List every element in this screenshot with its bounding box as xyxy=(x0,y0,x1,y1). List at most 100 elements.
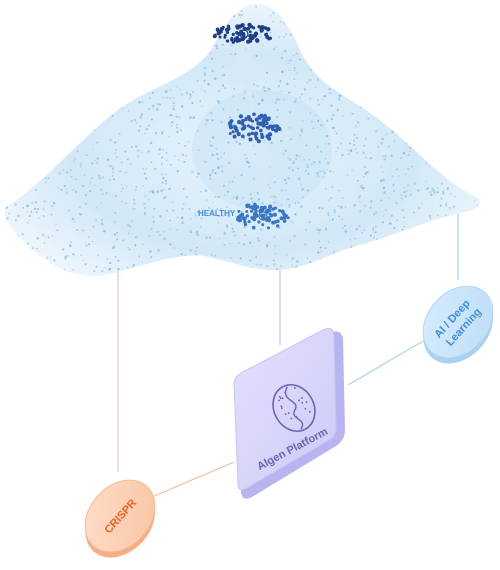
landscape-dot xyxy=(164,182,167,185)
landscape-dot xyxy=(337,147,340,149)
landscape-dot xyxy=(298,34,301,37)
landscape-dot xyxy=(467,11,470,15)
cell-dot xyxy=(238,114,244,119)
landscape-dot xyxy=(239,203,242,205)
landscape-dot xyxy=(325,134,329,138)
landscape-dot xyxy=(151,228,153,230)
landscape-dot xyxy=(233,176,236,178)
landscape-dot xyxy=(418,76,422,79)
landscape-dot xyxy=(402,64,405,68)
landscape-dot xyxy=(357,121,360,124)
landscape-dot xyxy=(395,9,398,12)
landscape-dot xyxy=(451,250,454,253)
landscape-dot xyxy=(125,185,128,187)
landscape-dot xyxy=(440,172,443,175)
landscape-dot xyxy=(196,79,199,82)
landscape-dot xyxy=(88,243,91,246)
landscape-dot xyxy=(40,1,42,3)
landscape-dot xyxy=(276,109,279,111)
landscape-dot xyxy=(408,68,412,71)
landscape-dot xyxy=(18,169,20,172)
landscape-dot xyxy=(373,1,376,4)
landscape-dot xyxy=(320,62,323,65)
landscape-dot xyxy=(435,93,438,96)
landscape-dot xyxy=(248,76,251,79)
landscape-dot xyxy=(340,142,342,145)
landscape-dot xyxy=(373,108,376,112)
landscape-dot xyxy=(138,94,141,97)
landscape-dot xyxy=(434,70,437,73)
landscape-dot xyxy=(181,153,184,156)
landscape-dot xyxy=(391,125,394,127)
landscape-dot xyxy=(440,29,442,31)
landscape-dot xyxy=(372,22,375,25)
landscape-dot xyxy=(100,222,103,224)
landscape-dot xyxy=(247,72,250,74)
epigenetic-landscape: HEALTHY xyxy=(4,1,480,277)
landscape-dot xyxy=(333,209,336,212)
landscape-dot xyxy=(115,69,118,72)
landscape-dot xyxy=(393,226,396,230)
connector-platform-crispr xyxy=(151,461,235,498)
landscape-dot xyxy=(382,255,384,257)
landscape-dot xyxy=(239,257,242,260)
landscape-dot xyxy=(189,231,192,234)
landscape-dot xyxy=(235,197,239,200)
landscape-dot xyxy=(392,190,395,193)
landscape-dot xyxy=(13,92,17,95)
cell-dot xyxy=(233,37,237,41)
landscape-dot xyxy=(241,268,245,271)
landscape-dot xyxy=(269,166,271,168)
landscape-dot xyxy=(360,184,363,187)
landscape-dot xyxy=(452,205,455,208)
landscape-dot xyxy=(90,177,94,180)
landscape-dot xyxy=(330,3,333,5)
landscape-dot xyxy=(151,105,155,108)
landscape-dot xyxy=(305,229,307,231)
landscape-dot xyxy=(293,69,296,72)
landscape-dot xyxy=(143,212,147,215)
landscape-dot xyxy=(132,12,135,15)
landscape-dot xyxy=(256,84,259,87)
landscape-dot xyxy=(381,273,383,276)
landscape-dot xyxy=(44,3,47,4)
landscape-dot xyxy=(7,113,10,116)
landscape-dot xyxy=(304,51,306,54)
landscape-dot xyxy=(51,234,54,237)
landscape-dot xyxy=(145,90,148,94)
logo-dot xyxy=(308,410,311,413)
landscape-dot xyxy=(44,30,48,34)
cell-dot xyxy=(252,217,257,222)
landscape-dot xyxy=(441,28,443,31)
landscape-dot xyxy=(277,84,280,88)
landscape-dot xyxy=(172,107,175,111)
cell-dot xyxy=(278,209,282,213)
landscape-dot xyxy=(413,243,416,246)
landscape-dot xyxy=(148,198,150,201)
landscape-dot xyxy=(64,256,67,259)
landscape-dot xyxy=(431,187,434,190)
landscape-dot xyxy=(369,35,372,38)
landscape-dot xyxy=(406,249,408,252)
landscape-dot xyxy=(338,189,341,192)
landscape-dot xyxy=(9,188,12,191)
landscape-dot xyxy=(461,223,464,226)
landscape-dot xyxy=(56,229,59,232)
landscape-dot xyxy=(244,91,247,94)
landscape-dot xyxy=(436,191,439,194)
landscape-dot xyxy=(242,243,246,246)
landscape-dot xyxy=(355,151,358,154)
landscape-dot xyxy=(403,225,406,228)
landscape-dot xyxy=(26,242,30,245)
landscape-dot xyxy=(347,50,351,53)
landscape-dot xyxy=(404,62,406,65)
landscape-dot xyxy=(13,162,16,165)
landscape-dot xyxy=(463,231,466,234)
landscape-dot xyxy=(113,80,116,83)
landscape-dot xyxy=(450,111,453,114)
landscape-dot xyxy=(341,137,344,140)
landscape-dot xyxy=(35,100,38,103)
landscape-dot xyxy=(68,117,71,119)
landscape-dot xyxy=(423,236,425,238)
landscape-dot xyxy=(180,93,183,96)
